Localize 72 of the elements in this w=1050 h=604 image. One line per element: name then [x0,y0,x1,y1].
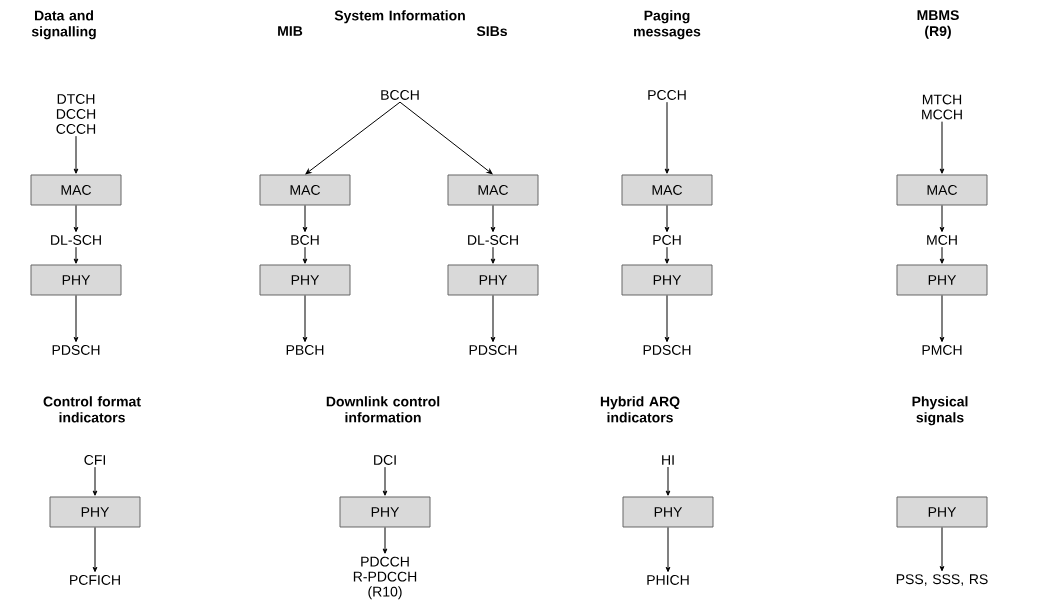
channel-label: PCCH [648,90,686,100]
arrow [302,246,308,264]
heading: MBMS (R9) [917,10,959,39]
arrow [382,466,388,496]
arrow [73,295,79,343]
arrow [664,101,670,174]
channel-label: MTCH MCCH [922,94,962,120]
heading: SIBs [476,26,507,37]
arrow [665,466,671,496]
process-box: PHY [896,496,988,528]
process-box: PHY [896,264,988,296]
process-box: MAC [259,174,351,206]
heading: Data and signalling [31,10,96,40]
channel-label: BCH [291,235,319,245]
arrow [73,135,79,174]
arrow [490,205,496,233]
channel-label: PBCH [286,345,324,355]
process-box: MAC [30,174,122,206]
heading: Paging messages [634,10,701,40]
heading: MIB [278,26,303,36]
channel-label: CFI [84,455,105,465]
channel-label: PSS, SSS, RS [896,574,988,586]
heading: Hybrid ARQ indicators [600,396,680,423]
arrow [664,205,670,233]
channel-label: PDSCH [469,345,517,355]
arrow [490,295,496,343]
channel-label: PMCH [922,345,962,355]
process-box: PHY [622,496,714,528]
channel-label: HI [662,455,674,465]
arrow [382,527,388,554]
arrow [939,527,945,572]
arrow [939,205,945,233]
channel-label: DTCH DCCH CCCH [56,94,96,134]
process-box: MAC [896,174,988,206]
process-box: PHY [621,264,713,296]
channel-label: PCFICH [70,575,120,585]
channel-label: DCI [374,455,396,465]
channel-label: DL-SCH [468,235,518,245]
arrow [939,121,945,174]
arrow [302,205,308,233]
arrow [73,246,79,264]
arrow [939,246,945,264]
heading: System Information [334,10,465,24]
channel-label: PDSCH [643,345,691,355]
process-box: PHY [259,264,351,296]
arrow [305,101,401,175]
arrow [939,295,945,343]
channel-label: BCCH [381,90,419,100]
channel-label: PCH [653,235,681,245]
heading: Control format indicators [43,396,141,423]
process-box: PHY [447,264,539,296]
arrow [490,246,496,264]
arrow [92,466,98,496]
channel-label: PDSCH [52,345,100,355]
arrow [665,527,671,573]
channel-label: PDCCH R-PDCCH (R10) [353,556,417,600]
arrow [73,205,79,233]
arrow [92,527,98,573]
channel-label: MCH [927,235,957,245]
arrow [399,101,493,175]
process-box: MAC [621,174,713,206]
heading: Physical signals [912,396,968,426]
arrow [664,246,670,264]
process-box: PHY [30,264,122,296]
arrow [302,295,308,343]
arrow [664,295,670,343]
heading: Downlink control information [326,396,440,423]
channel-label: DL-SCH [51,235,101,245]
process-box: MAC [447,174,539,206]
process-box: PHY [49,496,141,528]
process-box: PHY [339,496,431,528]
channel-label: PHICH [647,575,689,585]
